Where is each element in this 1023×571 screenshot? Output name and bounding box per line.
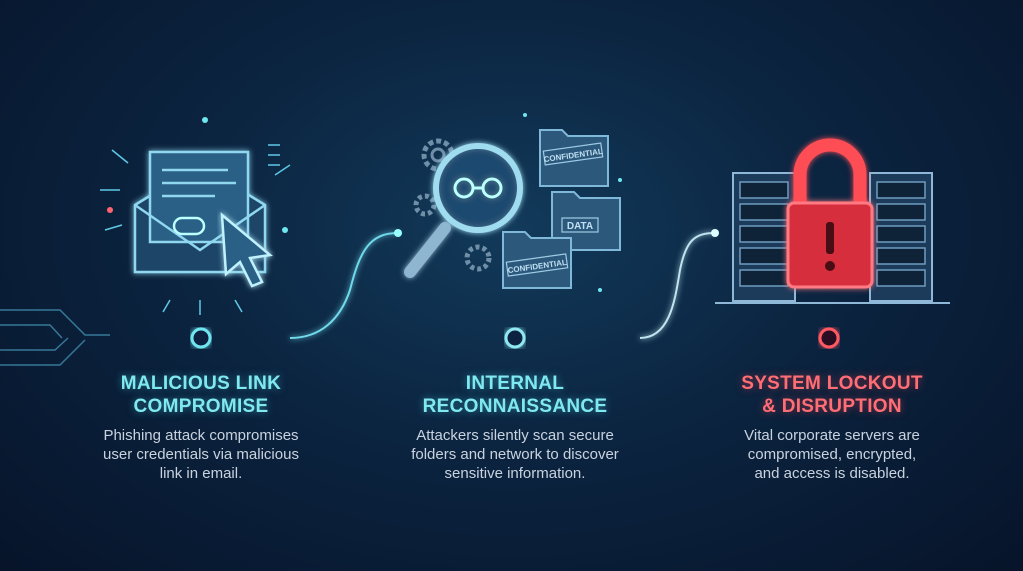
title-line: SYSTEM LOCKOUT [741, 373, 923, 394]
title-line: & DISRUPTION [762, 396, 902, 417]
magnifying-glass-icon [404, 143, 523, 278]
description-line: Vital corporate servers are [744, 427, 920, 444]
timeline-node-3 [818, 327, 840, 349]
title-line: COMPROMISE [133, 396, 269, 417]
step-description: Attackers silently scan secure folders an… [365, 426, 665, 483]
title-line: RECONNAISSANCE [422, 396, 608, 417]
description-line: Attackers silently scan secure [416, 427, 614, 444]
circuit-lines [0, 309, 110, 366]
title-line: INTERNAL [465, 373, 565, 394]
server-rack-icons [715, 172, 950, 304]
description-line: and access is disabled. [754, 465, 910, 482]
folder-label-data: DATA [567, 221, 593, 232]
folder-icons: CONFIDENTIAL DATA CONFIDENTIAL [502, 129, 621, 289]
step-system-lockout: SYSTEM LOCKOUT& DISRUPTION Vital corpora… [682, 372, 982, 483]
title-line: MALICIOUS LINK [120, 373, 282, 394]
connector-2 [289, 232, 399, 339]
timeline-node-1 [190, 327, 212, 349]
connector-3 [639, 232, 716, 339]
description-line: Phishing attack compromises [103, 427, 299, 444]
cursor-arrow-icon [220, 212, 273, 288]
description-line: compromised, encrypted, [747, 446, 917, 463]
step-description: Phishing attack compromises user credenti… [51, 426, 351, 483]
description-line: folders and network to discover [411, 446, 619, 463]
description-line: link in email. [159, 465, 243, 482]
timeline-node-2 [504, 327, 526, 349]
step-description: Vital corporate servers are compromised, … [682, 426, 982, 483]
step-title: SYSTEM LOCKOUT& DISRUPTION [682, 372, 982, 418]
description-line: sensitive information. [444, 465, 586, 482]
spark-lines [100, 144, 291, 315]
padlock-icon [786, 138, 874, 289]
description-line: user credentials via malicious [103, 446, 299, 463]
